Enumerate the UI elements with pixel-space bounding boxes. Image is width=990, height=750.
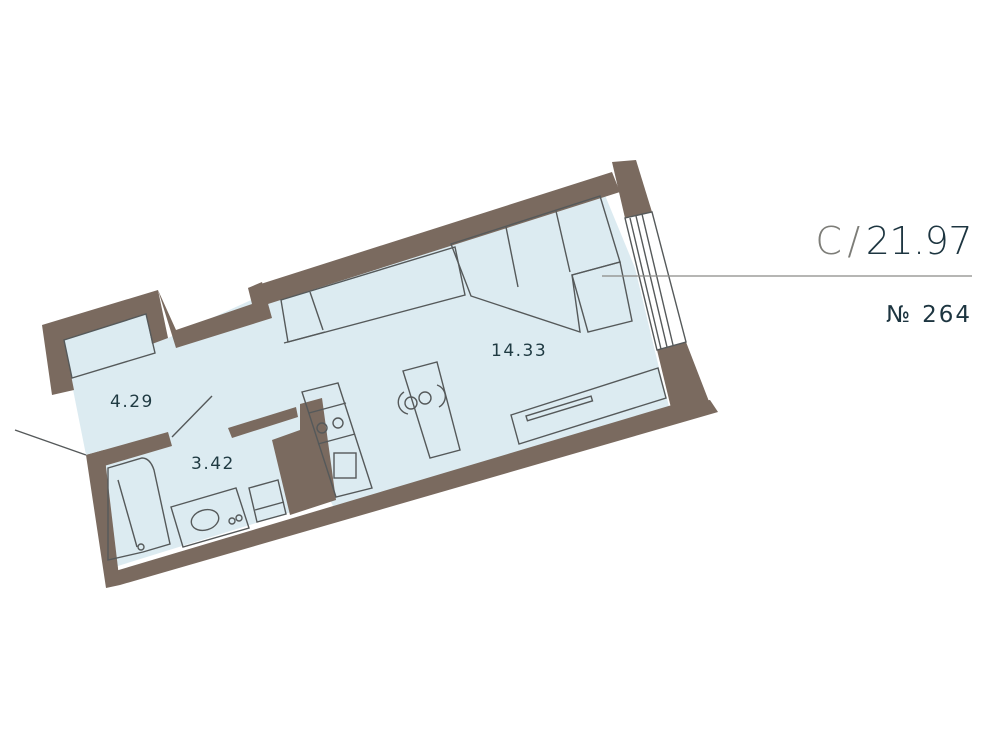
kitchen-unit — [301, 382, 373, 498]
wardrobe-left — [63, 313, 156, 379]
bathtub — [107, 457, 171, 561]
tv-stand — [510, 367, 667, 445]
fixtures — [14, 195, 667, 561]
apartment-type-area: С/21.97 — [815, 218, 972, 264]
number-value: 264 — [922, 302, 972, 328]
separator: / — [847, 219, 860, 263]
number-sign: № — [886, 302, 913, 328]
apartment-type: С — [815, 219, 842, 263]
walls — [42, 160, 718, 588]
room-area-living: 14.33 — [491, 341, 547, 361]
room-area-hall: 4.29 — [110, 392, 154, 412]
room-area-bathroom: 3.42 — [191, 454, 235, 474]
wardrobe-top — [280, 246, 466, 343]
entrance-door — [14, 429, 87, 456]
bathroom-door — [171, 395, 213, 438]
window — [624, 211, 687, 351]
apartment-number: № 264 — [886, 302, 972, 328]
washbasin — [170, 487, 250, 548]
dining-table — [402, 361, 461, 459]
total-area: 21.97 — [865, 219, 973, 263]
washing-machine — [248, 479, 287, 523]
